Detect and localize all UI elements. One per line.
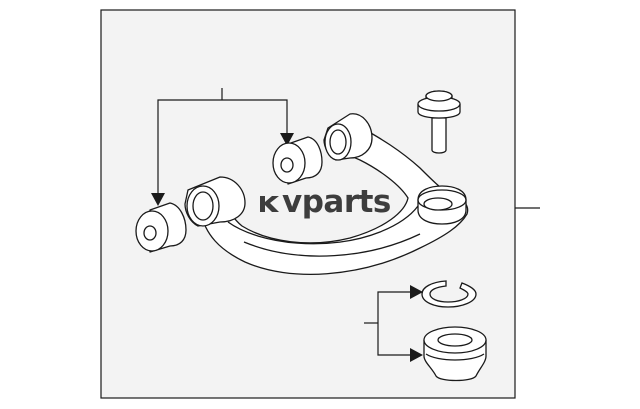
watermark-text: vparts	[282, 184, 391, 220]
arrow-to-front-bushing	[151, 193, 165, 206]
watermark: vparts	[258, 184, 391, 220]
arrow-to-snap-ring	[410, 285, 423, 299]
kit-callout-bracket	[364, 291, 414, 356]
arrow-to-rear-bushing	[280, 133, 294, 146]
rear-bushing	[272, 136, 323, 185]
ball-joint-bolt	[417, 90, 461, 154]
k-logo-icon	[258, 190, 280, 214]
snap-ring	[421, 280, 477, 308]
front-bushing	[135, 202, 187, 253]
bushing-callout-bracket	[157, 88, 288, 195]
dust-boot	[423, 326, 487, 382]
arrow-to-dust-boot	[410, 348, 423, 362]
upper-control-arm	[184, 113, 469, 275]
